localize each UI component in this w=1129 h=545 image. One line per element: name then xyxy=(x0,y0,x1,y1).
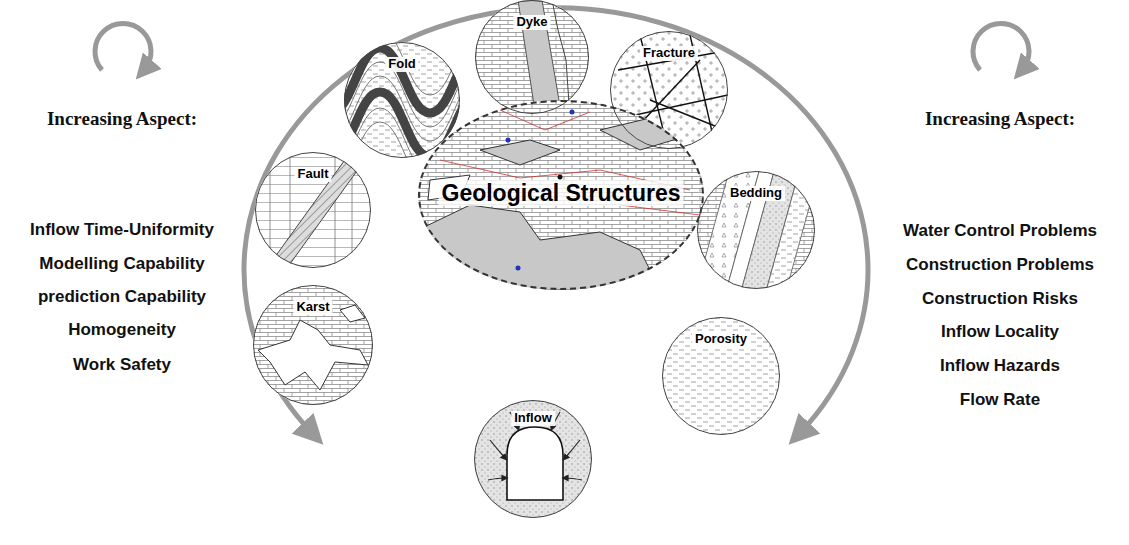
porosity-figure xyxy=(660,315,785,440)
structure-label: Inflow xyxy=(511,411,555,426)
aspect-item: prediction Capability xyxy=(38,287,206,307)
structure-circle: Fracture xyxy=(610,31,728,149)
list-heading: Increasing Aspect: xyxy=(47,108,197,131)
inflow-figure-part xyxy=(488,412,582,480)
inflow-figure-part-part xyxy=(565,440,580,458)
structure-label: Fault xyxy=(294,167,331,182)
inflow-figure-part-part xyxy=(565,478,582,480)
porosity-figure-part xyxy=(660,315,785,440)
circular-arrow-part xyxy=(95,23,151,70)
geology-map-part xyxy=(418,205,660,290)
inflow-figure-part xyxy=(472,398,597,523)
structure-label: Geological Structures xyxy=(438,180,683,206)
geology-map-part xyxy=(480,140,560,165)
inflow-figure xyxy=(472,398,597,523)
aspect-item: Construction Risks xyxy=(922,289,1078,309)
geology-map-part-part xyxy=(620,205,700,215)
aspect-item: Inflow Time-Uniformity xyxy=(30,220,214,240)
fault-figure xyxy=(250,148,380,275)
structure-circle: Inflow xyxy=(474,400,592,518)
aspect-item: Water Control Problems xyxy=(903,221,1097,241)
structure-label: Karst xyxy=(293,300,332,315)
geology-map-part xyxy=(558,175,563,180)
structure-label: Fold xyxy=(385,57,418,72)
geology-map-part xyxy=(516,266,521,271)
geology-map-part xyxy=(600,118,690,150)
karst-figure-part xyxy=(258,320,368,390)
fault-figure-part-part xyxy=(270,150,271,270)
structure-circle: Bedding xyxy=(697,171,815,289)
list-heading: Increasing Aspect: xyxy=(925,108,1075,131)
structure-circle: Dyke xyxy=(475,0,589,114)
geology-map-part xyxy=(506,138,511,143)
karst-figure-part xyxy=(250,283,380,408)
karst-figure xyxy=(250,283,380,408)
aspect-item: Inflow Hazards xyxy=(940,356,1060,376)
structure-circle: Porosity xyxy=(662,317,780,435)
aspect-item: Homogeneity xyxy=(68,320,176,340)
bedding-figure xyxy=(695,168,820,295)
structure-circle: Karst xyxy=(253,285,373,405)
structure-label: Bedding xyxy=(727,186,785,201)
structure-circle: Fold xyxy=(344,42,460,158)
geology-map-part xyxy=(415,98,710,293)
inflow-figure-part-part xyxy=(490,440,505,458)
fault-figure-part xyxy=(262,150,372,275)
aspect-item: Modelling Capability xyxy=(39,254,204,274)
geology-map-part-part xyxy=(500,110,590,130)
structure-label: Porosity xyxy=(692,332,750,347)
inflow-figure-part xyxy=(507,427,563,500)
geology-map-part xyxy=(570,110,575,115)
geology-map xyxy=(415,98,710,293)
structure-circle: Fault xyxy=(255,152,371,268)
fracture-figure-part-part xyxy=(650,100,725,130)
structure-label: Dyke xyxy=(513,15,550,30)
karst-figure-part xyxy=(340,305,365,322)
circular-arrow-part xyxy=(973,23,1029,70)
aspect-item: Inflow Locality xyxy=(941,322,1059,342)
aspect-item: Flow Rate xyxy=(960,390,1040,410)
aspect-item: Work Safety xyxy=(73,355,171,375)
fault-figure-part-part xyxy=(335,150,336,270)
aspect-item: Construction Problems xyxy=(906,255,1094,275)
structure-label: Fracture xyxy=(640,46,698,61)
structure-ellipse: Geological Structures xyxy=(418,100,704,290)
inflow-figure-part-part xyxy=(488,478,505,480)
